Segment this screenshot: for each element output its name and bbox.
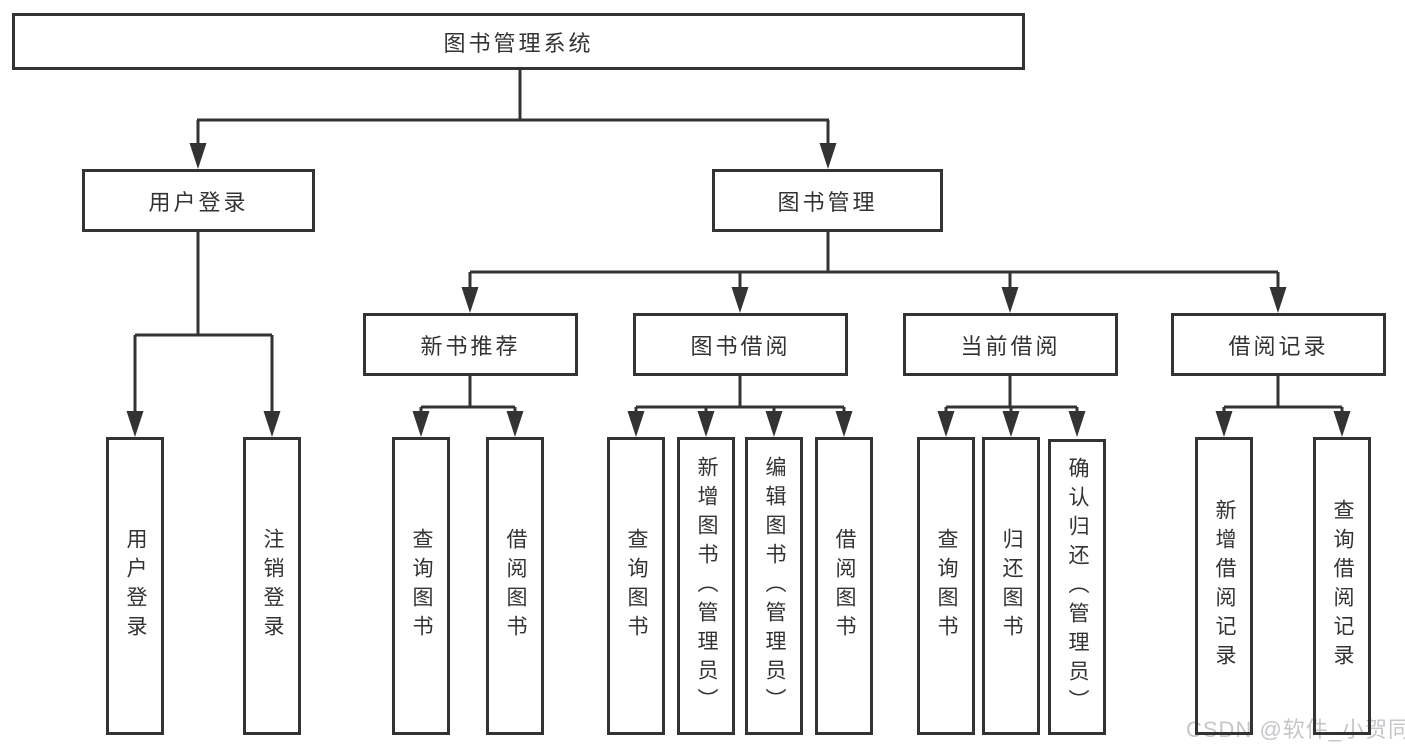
- node-leaf-query-books-borrow: 查询图书: [607, 437, 665, 735]
- borrow-record-group-connector: [1222, 376, 1344, 420]
- node-leaf-query-books-current: 查询图书: [917, 437, 975, 735]
- node-leaf-edit-book-admin: 编辑图书（管理员）: [745, 437, 803, 735]
- node-leaf-user-login: 用户登录: [106, 437, 164, 735]
- book-borrow-group-connector: [634, 376, 846, 420]
- node-leaf-borrow-books-newbook: 借阅图书: [486, 437, 544, 735]
- node-leaf-return-book: 归还图书: [982, 437, 1040, 735]
- node-user-login-branch: 用户登录: [82, 169, 315, 232]
- node-new-book-recommend: 新书推荐: [363, 313, 578, 376]
- node-borrow-record: 借阅记录: [1171, 313, 1386, 376]
- root-to-level2-connector: [196, 70, 830, 152]
- book-management-branch-connector: [468, 232, 1280, 296]
- node-leaf-add-borrow-record: 新增借阅记录: [1195, 437, 1253, 735]
- node-leaf-add-book-admin: 新增图书（管理员）: [677, 437, 735, 735]
- node-leaf-query-borrow-record: 查询借阅记录: [1313, 437, 1371, 735]
- node-book-borrow: 图书借阅: [633, 313, 848, 376]
- node-leaf-query-books-newbook: 查询图书: [392, 437, 450, 735]
- node-root-system: 图书管理系统: [12, 13, 1025, 70]
- node-leaf-logout: 注销登录: [243, 437, 301, 735]
- node-current-borrow: 当前借阅: [903, 313, 1118, 376]
- node-leaf-confirm-return-admin: 确认归还（管理员）: [1048, 439, 1106, 735]
- new-book-group-connector: [419, 376, 517, 420]
- node-leaf-borrow-books-borrow: 借阅图书: [815, 437, 873, 735]
- node-book-management-branch: 图书管理: [712, 169, 943, 232]
- user-login-branch-connector: [133, 232, 274, 420]
